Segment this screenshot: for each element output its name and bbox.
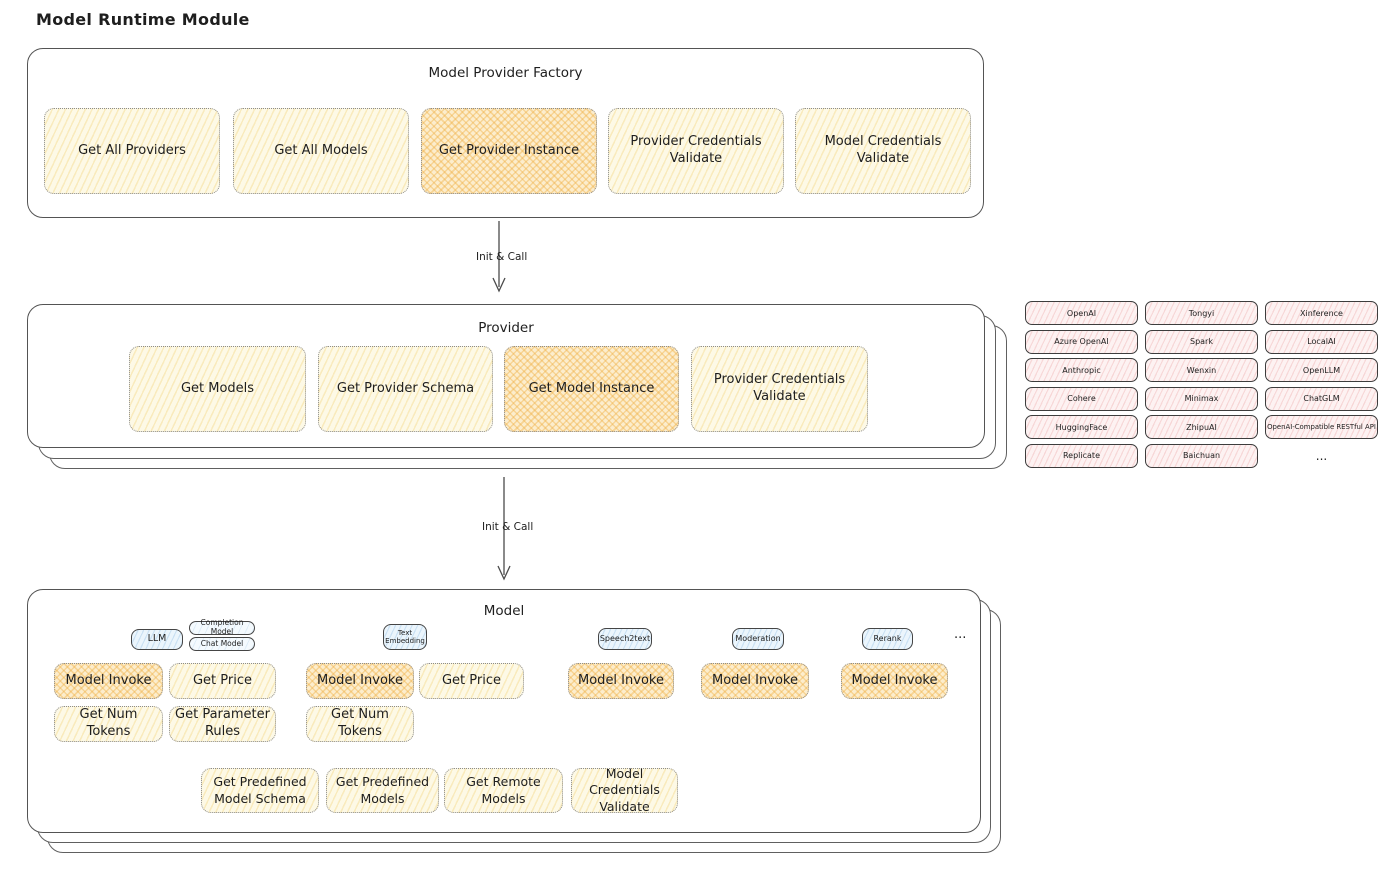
get-all-models-node: Get All Models (233, 108, 409, 194)
provider-item: OpenAI-Compatible RESTful API (1265, 415, 1378, 439)
provider-item: Cohere (1025, 386, 1138, 411)
provider-item: Wenxin (1145, 358, 1258, 382)
provider-item: Xinference (1265, 301, 1378, 325)
llm-model-invoke-node: Model Invoke (54, 663, 163, 699)
speech2text-model-invoke-node: Model Invoke (568, 663, 674, 699)
get-provider-instance-node: Get Provider Instance (421, 108, 597, 194)
provider-title: Provider (478, 320, 534, 336)
provider-credentials-validate-node-2: Provider Credentials Validate (691, 346, 868, 432)
llm-tag: LLM (131, 629, 183, 650)
model-box: Model LLM Completion Model Chat Model Te… (27, 589, 981, 833)
provider-item: OpenAI (1025, 301, 1138, 325)
embedding-model-invoke-node: Model Invoke (306, 663, 414, 699)
llm-get-num-tokens-node: Get Num Tokens (54, 706, 163, 742)
init-call-arrow-1 (492, 221, 506, 293)
get-models-node: Get Models (129, 346, 306, 432)
get-all-providers-node: Get All Providers (44, 108, 220, 194)
llm-get-price-node: Get Price (169, 663, 276, 699)
provider-item: OpenLLM (1265, 358, 1378, 382)
embedding-get-num-tokens-node: Get Num Tokens (306, 706, 414, 742)
provider-item: Azure OpenAI (1025, 329, 1138, 354)
provider-item: Anthropic (1025, 358, 1138, 382)
moderation-model-invoke-node: Model Invoke (701, 663, 809, 699)
model-types-more: ... (954, 627, 967, 642)
provider-item: Spark (1145, 329, 1258, 354)
provider-credentials-validate-node: Provider Credentials Validate (608, 108, 784, 194)
init-call-arrow-2 (497, 477, 511, 581)
provider-item: Tongyi (1145, 301, 1258, 325)
provider-list: OpenAI Tongyi Xinference Azure OpenAI Sp… (1025, 301, 1378, 468)
get-predefined-model-schema-node: Get Predefined Model Schema (201, 768, 319, 813)
llm-get-parameter-rules-node: Get Parameter Rules (169, 706, 276, 742)
get-predefined-models-node: Get Predefined Models (326, 768, 439, 813)
text-embedding-tag: Text Embedding (383, 624, 427, 650)
embedding-get-price-node: Get Price (419, 663, 524, 699)
rerank-tag: Rerank (862, 628, 913, 650)
provider-item: LocalAI (1265, 329, 1378, 354)
moderation-tag: Moderation (732, 628, 784, 650)
provider-item: Baichuan (1145, 443, 1258, 468)
model-title: Model (483, 603, 525, 619)
provider-box: Provider Get Models Get Provider Schema … (27, 304, 985, 448)
chat-model-tag: Chat Model (189, 637, 255, 651)
provider-item: Replicate (1025, 443, 1138, 468)
factory-title: Model Provider Factory (428, 65, 583, 81)
init-call-label-2: Init & Call (482, 521, 534, 533)
init-call-label-1: Init & Call (476, 251, 528, 263)
speech2text-tag: Speech2text (598, 628, 652, 650)
model-credentials-validate-node-3: Model Credentials Validate (571, 766, 678, 814)
provider-item: ZhipuAI (1145, 415, 1258, 439)
rerank-model-invoke-node: Model Invoke (841, 663, 948, 699)
get-remote-models-node: Get Remote Models (444, 768, 563, 813)
provider-list-more: ... (1315, 448, 1328, 463)
provider-item: HuggingFace (1025, 415, 1138, 439)
provider-item: Minimax (1145, 386, 1258, 411)
get-provider-schema-node: Get Provider Schema (318, 346, 493, 432)
provider-item: ChatGLM (1265, 386, 1378, 411)
get-model-instance-node: Get Model Instance (504, 346, 679, 432)
factory-box: Model Provider Factory Get All Providers… (27, 48, 984, 218)
page-title: Model Runtime Module (36, 10, 250, 29)
completion-model-tag: Completion Model (189, 619, 255, 636)
model-credentials-validate-node: Model Credentials Validate (795, 108, 971, 194)
